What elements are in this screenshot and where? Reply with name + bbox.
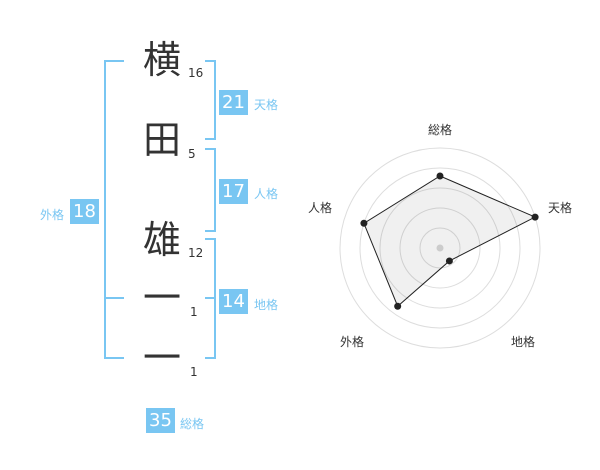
radar-grid-ring [399, 207, 481, 289]
name-char-5: 一 [142, 336, 181, 380]
radar-axis-label-tenkaku: 天格 [548, 200, 572, 215]
name-char-3: 雄 [142, 218, 181, 262]
soukaku-label: 総格 [180, 417, 205, 431]
name-char-4: 一 [142, 276, 181, 320]
gaikaku-label: 外格 [40, 208, 65, 222]
radar-center-dot [436, 244, 444, 252]
stroke-count-4: 1 [190, 305, 198, 319]
chikaku-label: 地格 [254, 298, 279, 312]
radar-point [360, 219, 368, 227]
stroke-count-5: 1 [190, 365, 198, 379]
radar-axis-label-soukaku: 総格 [428, 122, 452, 137]
radar-point [531, 213, 539, 221]
soukaku-value: 35 [146, 408, 175, 433]
stroke-count-2: 5 [188, 147, 196, 161]
radar-point [394, 302, 402, 310]
jinkaku-label: 人格 [254, 187, 279, 201]
stroke-count-1: 16 [188, 66, 204, 80]
radar-grid-ring [379, 187, 501, 309]
radar-point [445, 257, 453, 265]
gaikaku-value: 18 [70, 199, 99, 224]
radar-shape [363, 175, 537, 308]
radar-grid-ring [419, 227, 461, 269]
radar-axis-label-chikaku: 地格 [511, 334, 535, 349]
tenkaku-value: 21 [219, 90, 248, 115]
tenkaku-label: 天格 [254, 98, 279, 112]
name-char-2: 田 [142, 118, 181, 162]
stroke-count-3: 12 [188, 246, 204, 260]
radar-axis-label-gaikaku: 外格 [340, 334, 364, 349]
chikaku-value: 14 [219, 289, 248, 314]
name-char-1: 横 [142, 38, 181, 82]
radar-axis-label-jinkaku: 人格 [308, 200, 332, 215]
radar-point [436, 172, 444, 180]
radar-grid-ring [359, 167, 521, 329]
jinkaku-value: 17 [219, 179, 248, 204]
